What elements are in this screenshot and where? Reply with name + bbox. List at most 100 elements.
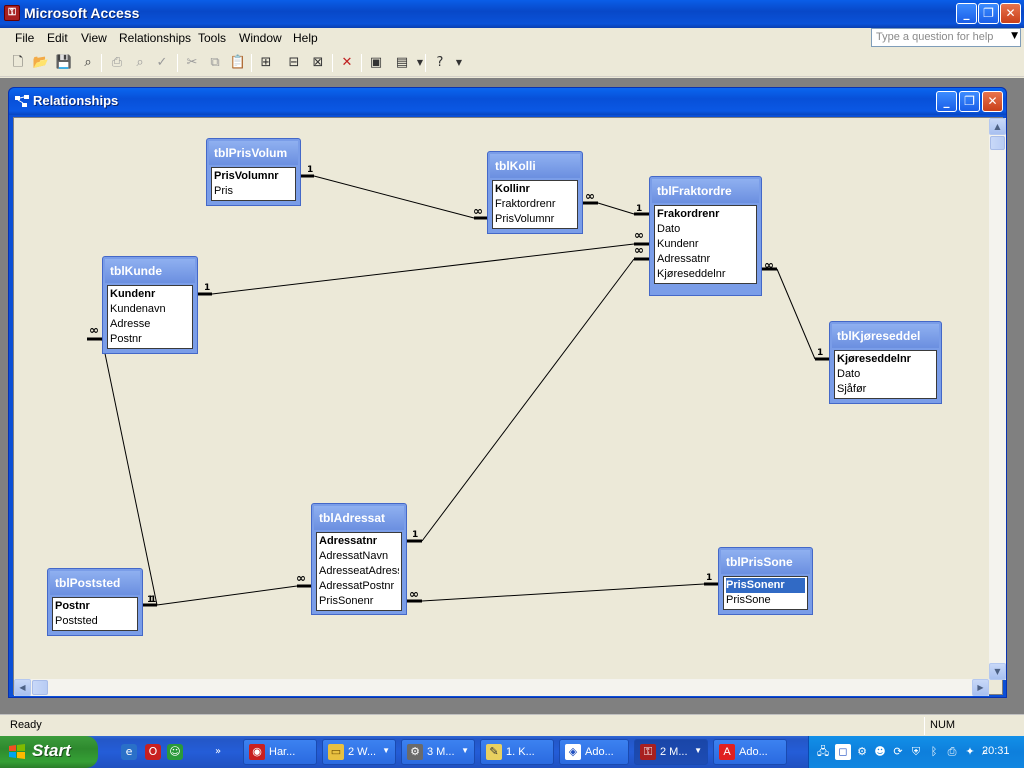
menu-help[interactable]: Help bbox=[293, 31, 318, 45]
field-item[interactable]: Poststed bbox=[55, 615, 98, 627]
relationship-line[interactable]: 1∞ bbox=[407, 243, 649, 543]
scroll-left-icon[interactable]: ◀ bbox=[14, 679, 31, 696]
table-tblFraktordre[interactable]: tblFraktordre Frakordrenr Dato Kundenr A… bbox=[649, 176, 762, 296]
field-item[interactable]: Adresse bbox=[110, 318, 151, 330]
table-tblKjoreseddel[interactable]: tblKjøreseddel Kjøreseddelnr Dato Sjåfør bbox=[829, 321, 942, 404]
copy-icon[interactable]: ⧉ bbox=[210, 55, 220, 70]
show-all-icon[interactable]: ⊠ bbox=[312, 55, 324, 70]
relationships-canvas[interactable]: 1∞1∞1∞1∞1∞1∞1∞1∞ tblPrisVolum PrisVolumn… bbox=[13, 117, 1006, 696]
field-list[interactable]: Kjøreseddelnr Dato Sjåfør bbox=[834, 350, 937, 399]
open-icon[interactable]: 📂 bbox=[32, 55, 50, 70]
relationship-line[interactable]: 1∞ bbox=[762, 258, 829, 361]
scroll-up-icon[interactable]: ▲ bbox=[989, 118, 1006, 135]
field-item[interactable]: PrisVolumnr bbox=[495, 213, 555, 225]
cut-icon[interactable]: ✂ bbox=[186, 55, 198, 70]
ie-icon[interactable]: e bbox=[121, 744, 137, 760]
access-key-icon[interactable]: ⚿ bbox=[4, 5, 20, 21]
database-window-icon[interactable]: ▣ bbox=[369, 55, 383, 70]
horizontal-scroll-thumb[interactable] bbox=[32, 680, 48, 695]
field-item[interactable]: Sjåfør bbox=[837, 383, 867, 395]
search-icon[interactable]: ⌕ bbox=[981, 745, 989, 758]
paste-icon[interactable]: 📋 bbox=[229, 55, 247, 70]
sync-icon[interactable]: ⟳ bbox=[893, 745, 903, 758]
field-item[interactable]: Frakordrenr bbox=[657, 208, 720, 220]
users-icon[interactable]: ☻ bbox=[874, 745, 886, 758]
chevron-down-icon[interactable]: ▼ bbox=[455, 58, 463, 67]
table-tblKolli[interactable]: tblKolli Kollinr Fraktordrenr PrisVolumn… bbox=[487, 151, 583, 234]
new-icon[interactable]: 🗋 bbox=[12, 55, 24, 70]
field-item[interactable]: Kundenavn bbox=[110, 303, 166, 315]
bluetooth-icon[interactable]: ᛒ bbox=[930, 745, 938, 758]
field-item[interactable]: AdressatPostnr bbox=[319, 580, 395, 592]
field-item[interactable]: PrisSonenr bbox=[319, 595, 374, 607]
relationship-line[interactable]: 1∞ bbox=[198, 228, 649, 296]
window-restore-button[interactable]: ❐ bbox=[959, 91, 980, 112]
relationship-line[interactable]: 1∞ bbox=[143, 571, 311, 607]
relationship-line[interactable]: 1∞ bbox=[87, 323, 158, 607]
chevron-down-icon[interactable]: ▼ bbox=[416, 58, 424, 67]
show-table-icon[interactable]: ⊞ bbox=[260, 55, 272, 70]
vertical-scrollbar[interactable]: ▲ ▼ bbox=[989, 118, 1006, 680]
search-icon[interactable]: ⌕ bbox=[84, 55, 92, 70]
field-item-selected[interactable]: PrisSonenr bbox=[726, 578, 805, 593]
spelling-icon[interactable]: ✓ bbox=[156, 55, 168, 70]
menu-tools[interactable]: Tools bbox=[198, 31, 227, 45]
delete-icon[interactable]: ✕ bbox=[341, 55, 353, 70]
menu-relationships[interactable]: Relationships bbox=[119, 31, 192, 45]
table-tblPoststed[interactable]: tblPoststed Postnr Poststed bbox=[47, 568, 143, 636]
window-icon[interactable]: ◻ bbox=[835, 744, 851, 760]
scroll-down-icon[interactable]: ▼ bbox=[989, 663, 1006, 680]
menu-edit[interactable]: Edit bbox=[47, 31, 68, 45]
field-item[interactable]: Kundenr bbox=[657, 238, 699, 250]
taskbar-button[interactable]: A Ado... bbox=[713, 739, 787, 765]
field-item[interactable]: Kundenr bbox=[110, 288, 156, 300]
field-item[interactable]: AdresseatAdress bbox=[319, 565, 399, 577]
taskbar-button[interactable]: ◉ Har... bbox=[243, 739, 317, 765]
field-item[interactable]: Dato bbox=[657, 223, 681, 235]
menu-window[interactable]: Window bbox=[239, 31, 282, 45]
field-list[interactable]: PrisSonenr PrisSone bbox=[723, 576, 808, 610]
field-item[interactable]: Adressatnr bbox=[319, 535, 378, 547]
taskbar-button[interactable]: ⚙ 3 M... ▼ bbox=[401, 739, 475, 765]
settings-icon[interactable]: ⚙ bbox=[857, 745, 867, 758]
menu-file[interactable]: File bbox=[15, 31, 35, 45]
menu-view[interactable]: View bbox=[81, 31, 107, 45]
taskbar-button[interactable]: ▭ 2 W... ▼ bbox=[322, 739, 396, 765]
window-close-button[interactable]: ✕ bbox=[982, 91, 1003, 112]
chevron-right-icon[interactable]: » bbox=[214, 746, 222, 757]
messenger-icon[interactable]: ☺ bbox=[167, 744, 183, 760]
taskbar-button[interactable]: ◈ Ado... bbox=[559, 739, 629, 765]
new-object-icon[interactable]: ▤ bbox=[395, 55, 409, 70]
shield-icon[interactable]: ⛨ bbox=[911, 745, 921, 758]
print-preview-icon[interactable]: ⌕ bbox=[136, 55, 144, 70]
field-item[interactable]: Postnr bbox=[55, 600, 90, 612]
vertical-scroll-thumb[interactable] bbox=[990, 136, 1005, 150]
table-tblAdressat[interactable]: tblAdressat Adressatnr AdressatNavn Adre… bbox=[311, 503, 407, 615]
field-list[interactable]: Kundenr Kundenavn Adresse Postnr bbox=[107, 285, 193, 349]
chevron-down-icon[interactable]: ▼ bbox=[1011, 31, 1018, 41]
app-restore-button[interactable]: ❐ bbox=[978, 3, 999, 24]
table-tblPrisVolum[interactable]: tblPrisVolum PrisVolumnr Pris bbox=[206, 138, 301, 206]
ask-question-box[interactable]: Type a question for help ▼ bbox=[871, 28, 1021, 47]
window-minimize-button[interactable]: _ bbox=[936, 91, 957, 112]
field-list[interactable]: Frakordrenr Dato Kundenr Adressatnr Kjør… bbox=[654, 205, 757, 284]
field-item[interactable]: PrisSone bbox=[726, 594, 771, 606]
field-item[interactable]: Pris bbox=[214, 185, 233, 197]
help-icon[interactable]: ? bbox=[436, 55, 444, 70]
network-icon[interactable]: 🖧 bbox=[816, 745, 830, 758]
start-button[interactable]: Start bbox=[0, 736, 98, 768]
relationship-line[interactable]: 1∞ bbox=[407, 573, 718, 603]
table-tblKunde[interactable]: tblKunde Kundenr Kundenavn Adresse Postn… bbox=[102, 256, 198, 354]
field-item[interactable]: Kjøreseddelnr bbox=[837, 353, 911, 365]
field-item[interactable]: Adressatnr bbox=[657, 253, 711, 265]
printer-icon[interactable]: ⎙ bbox=[947, 745, 957, 758]
field-item[interactable]: Kjøreseddelnr bbox=[657, 268, 726, 280]
update-icon[interactable]: ✦ bbox=[965, 745, 975, 758]
taskbar-button[interactable]: ✎ 1. K... bbox=[480, 739, 554, 765]
field-list[interactable]: Adressatnr AdressatNavn AdresseatAdress … bbox=[316, 532, 402, 611]
show-direct-icon[interactable]: ⊟ bbox=[288, 55, 300, 70]
table-tblPrisSone[interactable]: tblPrisSone PrisSonenr PrisSone bbox=[718, 547, 813, 615]
relationship-line[interactable]: 1∞ bbox=[583, 189, 649, 216]
save-icon[interactable]: 💾 bbox=[55, 55, 73, 70]
app-close-button[interactable]: ✕ bbox=[1000, 3, 1021, 24]
